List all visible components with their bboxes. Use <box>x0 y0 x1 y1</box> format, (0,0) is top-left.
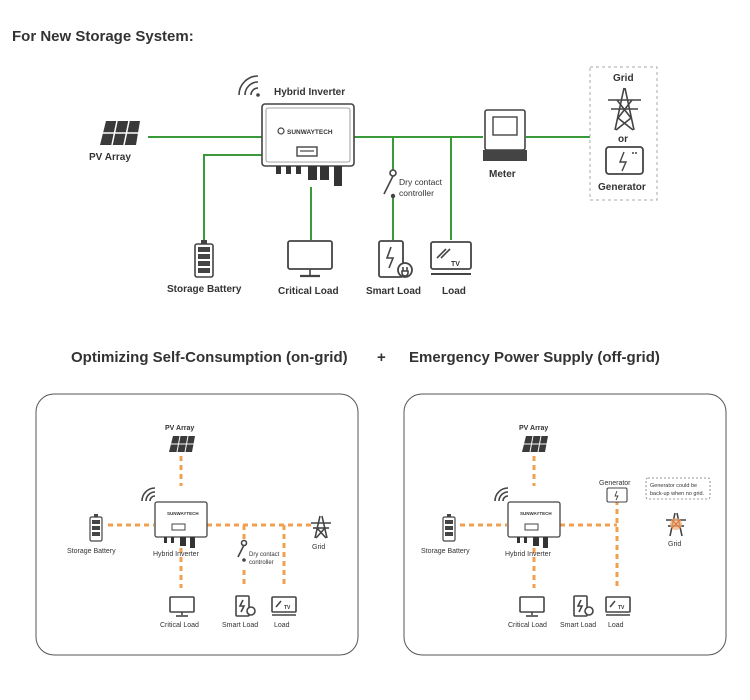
page-title: For New Storage System: <box>12 28 194 45</box>
left-hybrid-inverter-label: Hybrid Inverter <box>153 551 200 558</box>
left-tower-icon <box>311 515 331 539</box>
or-label: or <box>618 134 628 145</box>
left-pv-array-icon <box>169 435 195 453</box>
off-grid-title: Emergency Power Supply (off-grid) <box>409 349 660 366</box>
meter-label: Meter <box>489 169 516 180</box>
right-storage-battery-label: Storage Battery <box>421 548 470 555</box>
top-wiring <box>148 136 590 240</box>
transmission-tower-icon <box>608 87 641 131</box>
left-pv-array-label: PV Array <box>165 425 194 432</box>
smart-load-charger-icon <box>378 240 413 278</box>
dry-contact-switch-icon <box>383 169 397 199</box>
right-wifi-icon <box>494 487 509 502</box>
right-critical-load-icon <box>519 596 545 617</box>
left-wifi-icon <box>141 487 156 502</box>
left-critical-load-icon <box>169 596 195 617</box>
left-smart-load-label: Smart Load <box>222 622 258 629</box>
right-smart-load-label: Smart Load <box>560 622 596 629</box>
dry-contact-label-line2: controller <box>399 188 434 198</box>
right-smart-load-icon <box>573 595 594 617</box>
on-grid-title: Optimizing Self-Consumption (on-grid) <box>71 349 348 366</box>
right-pv-array-label: PV Array <box>519 425 548 432</box>
tv-icon-label: TV <box>451 261 460 268</box>
storage-battery-icon <box>194 240 214 278</box>
right-hybrid-inverter-icon <box>507 501 561 548</box>
plus-sign: + <box>377 349 386 366</box>
left-critical-load-label: Critical Load <box>160 622 199 629</box>
left-smart-load-icon <box>235 595 256 617</box>
right-inverter-brand: SUNWAYTECH <box>520 511 552 516</box>
right-load-label: Load <box>608 622 624 629</box>
left-grid-label: Grid <box>312 544 325 551</box>
right-tower-disabled-icon <box>666 512 686 537</box>
tv-load-icon <box>430 241 472 275</box>
pv-array-label: PV Array <box>89 152 131 163</box>
generator-note-line2: back-up when no grid. <box>650 491 705 497</box>
critical-load-monitor-icon <box>287 240 333 278</box>
right-grid-label: Grid <box>668 541 681 548</box>
inverter-brand: SUNWAYTECH <box>287 129 333 136</box>
right-tv-icon-label: TV <box>618 605 625 611</box>
left-tv-load-icon <box>271 596 297 616</box>
on-grid-flows <box>108 456 315 588</box>
right-tv-load-icon <box>605 596 631 616</box>
load-label: Load <box>442 286 466 297</box>
dry-contact-label-line1: Dry contact <box>399 177 443 187</box>
smart-load-label: Smart Load <box>366 286 421 297</box>
grid-label: Grid <box>613 73 634 84</box>
right-storage-battery-icon <box>442 514 456 542</box>
grid-generator-box <box>589 66 658 201</box>
off-grid-panel <box>403 393 727 656</box>
left-inverter-brand: SUNWAYTECH <box>167 511 199 516</box>
right-pv-array-icon <box>522 435 548 453</box>
right-generator-icon <box>606 487 628 503</box>
wifi-icon <box>238 75 260 97</box>
left-load-label: Load <box>274 622 290 629</box>
left-storage-battery-icon <box>89 514 103 542</box>
critical-load-label: Critical Load <box>278 286 339 297</box>
generator-label: Generator <box>598 182 646 193</box>
right-hybrid-inverter-label: Hybrid Inverter <box>505 551 552 558</box>
left-dry-contact-switch-icon <box>237 539 248 562</box>
generator-icon <box>605 146 644 175</box>
hybrid-inverter-label: Hybrid Inverter <box>274 87 345 98</box>
off-grid-flows <box>460 456 619 588</box>
right-generator-label: Generator <box>599 480 631 487</box>
generator-note-box <box>645 477 711 500</box>
left-storage-battery-label: Storage Battery <box>67 548 116 555</box>
generator-note-line1: Generator could be <box>650 483 697 489</box>
storage-battery-label: Storage Battery <box>167 284 242 295</box>
meter-icon <box>483 109 527 161</box>
left-hybrid-inverter-icon <box>154 501 208 548</box>
hybrid-inverter-icon <box>261 103 355 186</box>
left-dry-contact-line2: controller <box>249 560 274 566</box>
pv-array-icon <box>100 120 140 146</box>
left-dry-contact-line1: Dry contact <box>249 552 280 558</box>
on-grid-panel <box>35 393 359 656</box>
left-tv-icon-label: TV <box>284 605 291 611</box>
right-critical-load-label: Critical Load <box>508 622 547 629</box>
